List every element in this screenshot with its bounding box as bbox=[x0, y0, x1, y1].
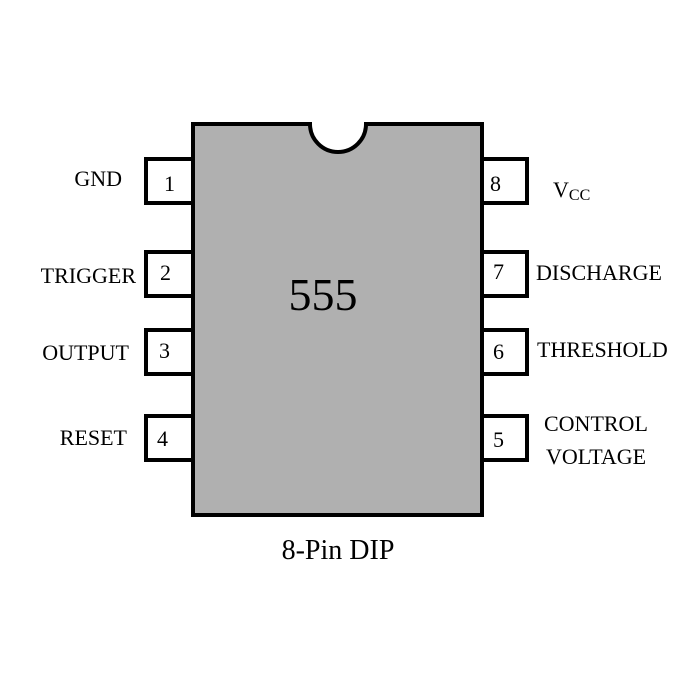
pin-1-number: 1 bbox=[164, 171, 175, 196]
pin-1-box bbox=[144, 157, 195, 205]
pin-7-label: DISCHARGE bbox=[536, 260, 662, 285]
pin-3-label: OUTPUT bbox=[42, 340, 129, 365]
pin-8-label: VCC bbox=[553, 177, 590, 204]
pin-4-label: RESET bbox=[60, 425, 128, 450]
pin-4-number: 4 bbox=[157, 426, 168, 451]
pin-4-box bbox=[144, 414, 195, 462]
pin-8-number: 8 bbox=[490, 171, 501, 196]
pin-2-box bbox=[144, 250, 195, 298]
pin-6-label: THRESHOLD bbox=[537, 337, 668, 362]
chip-body bbox=[191, 122, 484, 517]
pin-2-number: 2 bbox=[160, 260, 171, 285]
pin-7-box bbox=[480, 250, 529, 298]
pin-5-box bbox=[480, 414, 529, 462]
pin-6-number: 6 bbox=[493, 339, 504, 364]
pin-5-label-line1: CONTROL bbox=[544, 411, 648, 436]
pin-3-number: 3 bbox=[159, 338, 170, 363]
pin-6-box bbox=[480, 328, 529, 376]
pin-7-number: 7 bbox=[493, 259, 504, 284]
pin-1-label: GND bbox=[74, 166, 122, 191]
pin-5-number: 5 bbox=[493, 427, 504, 452]
chip-name: 555 bbox=[289, 269, 358, 320]
pin-8-label-main: V bbox=[553, 177, 569, 202]
pin-8-label-subscript: CC bbox=[569, 187, 590, 204]
pin-2-label: TRIGGER bbox=[41, 263, 137, 288]
pin-8-box bbox=[480, 157, 529, 205]
pin-5-label-line2: VOLTAGE bbox=[546, 444, 646, 469]
pin-3-box bbox=[144, 328, 195, 376]
package-label: 8-Pin DIP bbox=[282, 535, 395, 566]
